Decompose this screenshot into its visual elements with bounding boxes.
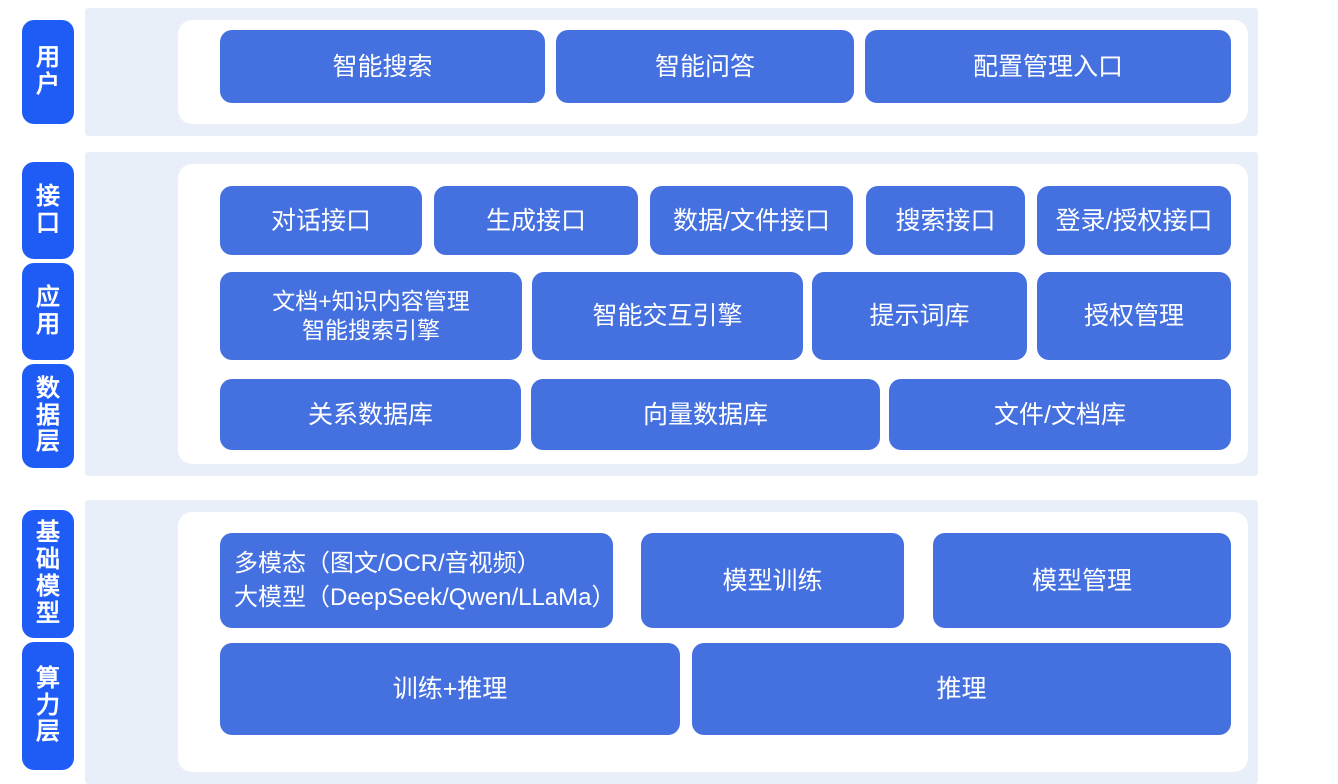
card-file-document-store[interactable]: 文件/文档库 <box>889 379 1231 450</box>
card-config-management-entry[interactable]: 配置管理入口 <box>865 30 1231 103</box>
card-vector-database[interactable]: 向量数据库 <box>531 379 880 450</box>
card-multimodal-llm[interactable]: 多模态（图文/OCR/音视频） 大模型（DeepSeek/Qwen/LLaMa） <box>220 533 616 628</box>
tag-application[interactable]: 应用 <box>22 263 74 360</box>
card-search-api[interactable]: 搜索接口 <box>866 186 1025 255</box>
card-authorization-management[interactable]: 授权管理 <box>1037 272 1231 360</box>
card-dialogue-api[interactable]: 对话接口 <box>220 186 422 255</box>
tag-user[interactable]: 用户 <box>22 20 74 124</box>
card-training-inference[interactable]: 训练+推理 <box>220 643 680 735</box>
tag-interface-label: 接口 <box>36 182 60 237</box>
card-generation-api[interactable]: 生成接口 <box>434 186 638 255</box>
tag-compute-layer-label: 算力层 <box>36 664 60 746</box>
tag-interface[interactable]: 接口 <box>22 162 74 259</box>
card-model-management[interactable]: 模型管理 <box>933 533 1231 628</box>
tag-data-layer-label: 数据层 <box>36 374 60 456</box>
card-inference[interactable]: 推理 <box>692 643 1231 735</box>
tag-data-layer[interactable]: 数据层 <box>22 364 74 468</box>
tag-base-model-label: 基础模型 <box>36 519 60 627</box>
card-model-training[interactable]: 模型训练 <box>641 533 904 628</box>
card-login-auth-api[interactable]: 登录/授权接口 <box>1037 186 1231 255</box>
card-intelligent-search[interactable]: 智能搜索 <box>220 30 545 103</box>
card-relational-database[interactable]: 关系数据库 <box>220 379 521 450</box>
card-doc-knowledge-management[interactable]: 文档+知识内容管理 智能搜索引擎 <box>220 272 522 360</box>
card-data-file-api[interactable]: 数据/文件接口 <box>650 186 853 255</box>
tag-user-label: 用户 <box>36 44 60 98</box>
tag-compute-layer[interactable]: 算力层 <box>22 642 74 770</box>
tag-application-label: 应用 <box>36 283 60 338</box>
card-intelligent-qa[interactable]: 智能问答 <box>556 30 854 103</box>
card-interaction-engine[interactable]: 智能交互引擎 <box>532 272 803 360</box>
card-prompt-library[interactable]: 提示词库 <box>812 272 1027 360</box>
tag-base-model[interactable]: 基础模型 <box>22 510 74 638</box>
